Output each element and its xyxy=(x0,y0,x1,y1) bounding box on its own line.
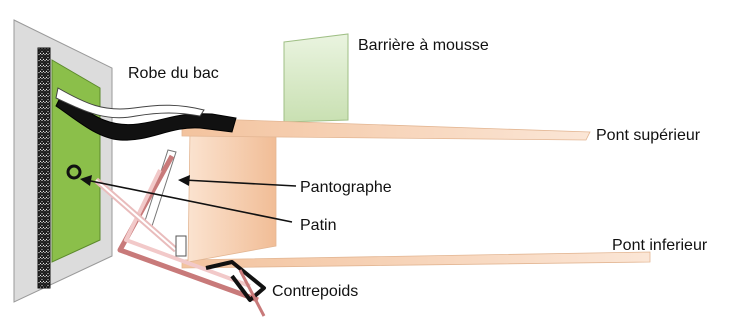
upper-deck xyxy=(182,118,590,140)
tank-shell xyxy=(14,20,112,302)
tank-wall-edge xyxy=(38,48,50,288)
foam-barrier xyxy=(284,34,348,122)
pontoon-box xyxy=(188,130,276,262)
label-pont-superieur: Pont supérieur xyxy=(596,127,701,144)
lower-deck xyxy=(182,252,650,268)
label-pantographe: Pantographe xyxy=(300,179,392,196)
pantograph-block xyxy=(176,236,186,256)
label-robe: Robe du bac xyxy=(128,65,219,82)
label-contrepoids: Contrepoids xyxy=(272,283,358,300)
label-pont-inferieur: Pont inferieur xyxy=(612,237,708,254)
label-barriere: Barrière à mousse xyxy=(358,37,489,54)
label-patin: Patin xyxy=(300,217,336,234)
